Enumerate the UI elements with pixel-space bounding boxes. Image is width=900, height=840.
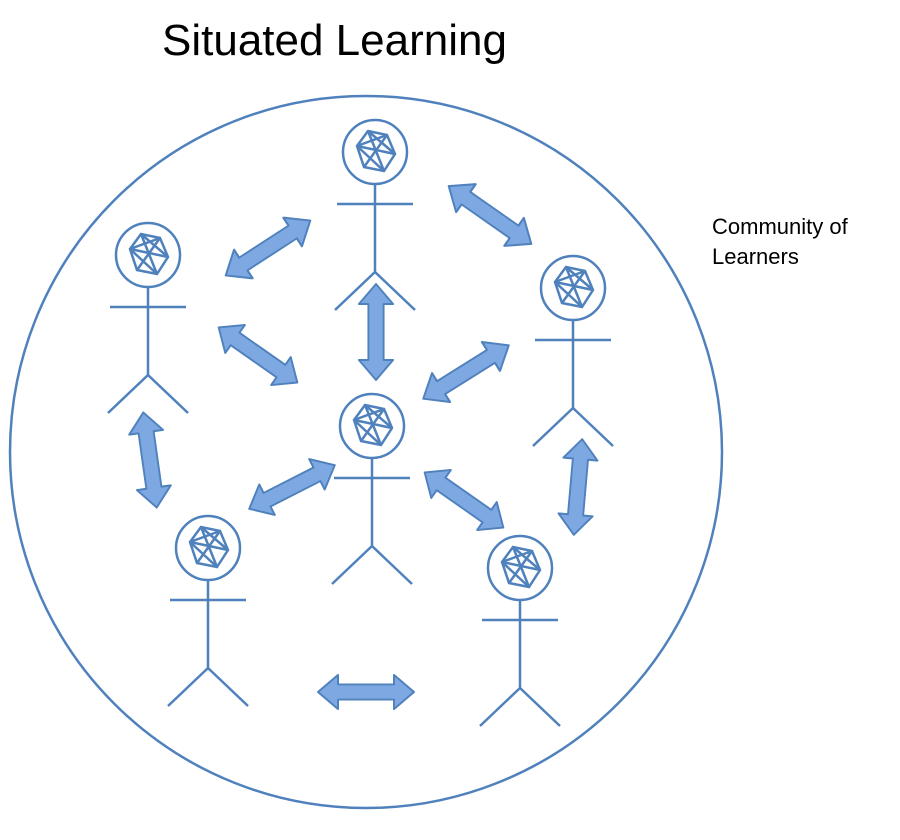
arrow-upper-left-to-center-icon [207,312,309,398]
community-label-line1: Community of [712,214,848,239]
arrow-center-to-lower-left-icon [240,448,344,526]
arrow-top-to-upper-left-icon [215,205,321,291]
arrow-center-to-lower-right-icon [413,457,515,543]
learner-top-icon [333,118,417,312]
arrow-upper-right-to-lower-right-icon [555,436,601,538]
learner-upper-right-icon [531,254,615,448]
learner-lower-left-icon [166,514,250,708]
community-circle [8,94,724,810]
community-label: Community of Learners [712,212,848,272]
learner-upper-left-icon [106,221,190,415]
arrow-upper-left-to-lower-left-icon [125,409,175,511]
arrow-top-to-upper-right-icon [437,171,543,259]
diagram-title: Situated Learning [162,16,507,65]
learner-center-icon [330,392,414,586]
community-label-line2: Learners [712,244,799,269]
learner-lower-right-icon [478,534,562,728]
arrow-upper-right-to-center-icon [413,329,519,415]
arrow-lower-left-to-lower-right-icon [317,673,415,711]
arrow-top-to-center-icon [357,283,395,381]
